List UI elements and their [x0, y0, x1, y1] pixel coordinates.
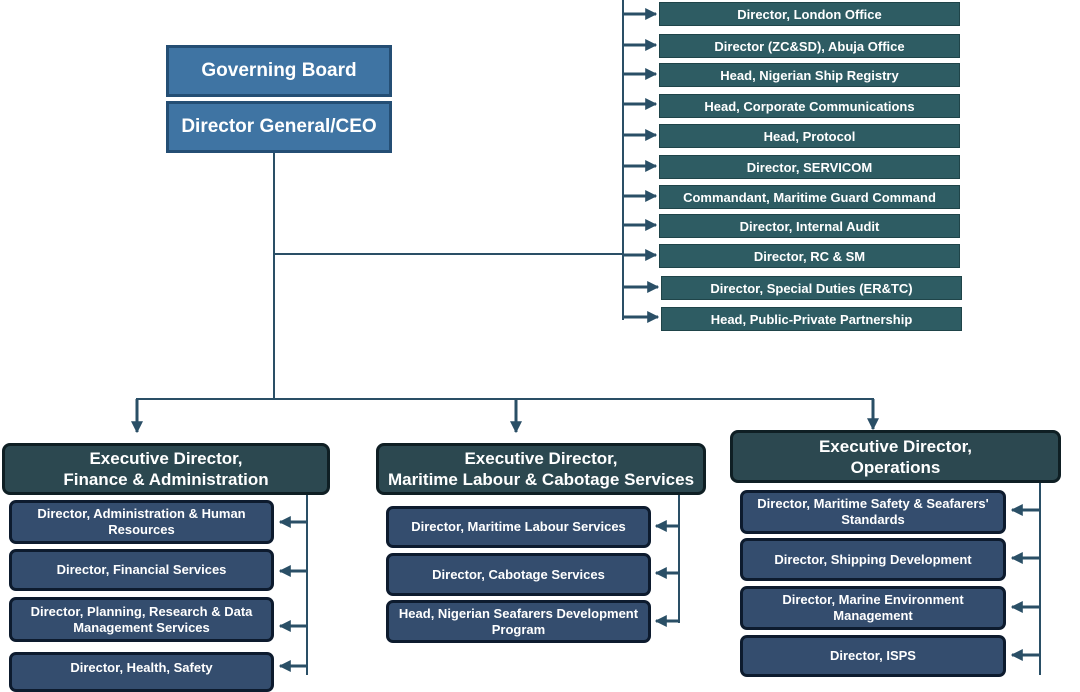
dept-maritime-labour: Director, Maritime Labour Services	[386, 506, 651, 548]
exec-operations-box: Executive Director, Operations	[730, 430, 1061, 483]
director-general-label: Director General/CEO	[181, 116, 377, 137]
staff-office-servicom: Director, SERVICOM	[659, 155, 960, 179]
dept-seafarers-program: Head, Nigerian Seafarers Development Pro…	[386, 600, 651, 643]
staff-branch-line	[273, 253, 623, 255]
staff-office-ppp: Head, Public-Private Partnership	[661, 307, 962, 331]
dept-planning-research: Director, Planning, Research & Data Mana…	[9, 597, 274, 642]
staff-office-abuja: Director (ZC&SD), Abuja Office	[659, 34, 960, 58]
staff-office-rc-sm: Director, RC & SM	[659, 244, 960, 268]
staff-office-ship-registry: Head, Nigerian Ship Registry	[659, 63, 960, 87]
finance-side-line	[306, 495, 308, 675]
director-general-box: Director General/CEO	[166, 101, 392, 153]
staff-office-london: Director, London Office	[659, 2, 960, 26]
exec-finance-box: Executive Director, Finance & Administra…	[2, 443, 330, 495]
dept-shipping-development: Director, Shipping Development	[740, 538, 1006, 581]
governing-board-box: Governing Board	[166, 45, 392, 97]
staff-vertical-line	[622, 0, 624, 320]
dept-financial-services: Director, Financial Services	[9, 549, 274, 591]
exec-labour-box: Executive Director, Maritime Labour & Ca…	[376, 443, 706, 495]
dept-cabotage: Director, Cabotage Services	[386, 553, 651, 596]
staff-office-internal-audit: Director, Internal Audit	[659, 214, 960, 238]
connector-arrows	[131, 8, 1040, 672]
exec-horizontal-line	[136, 398, 874, 400]
governing-board-label: Governing Board	[201, 60, 357, 81]
staff-office-corporate-comms: Head, Corporate Communications	[659, 94, 960, 118]
labour-side-line	[678, 495, 680, 623]
dept-maritime-safety: Director, Maritime Safety & Seafarers' S…	[740, 490, 1006, 534]
dept-admin-hr: Director, Administration & Human Resourc…	[9, 500, 274, 544]
staff-office-maritime-guard: Commandant, Maritime Guard Command	[659, 185, 960, 209]
staff-office-protocol: Head, Protocol	[659, 124, 960, 148]
operations-side-line	[1039, 483, 1041, 675]
staff-office-special-duties: Director, Special Duties (ER&TC)	[661, 276, 962, 300]
dept-marine-environment: Director, Marine Environment Management	[740, 586, 1006, 630]
dg-trunk-line	[273, 153, 275, 399]
